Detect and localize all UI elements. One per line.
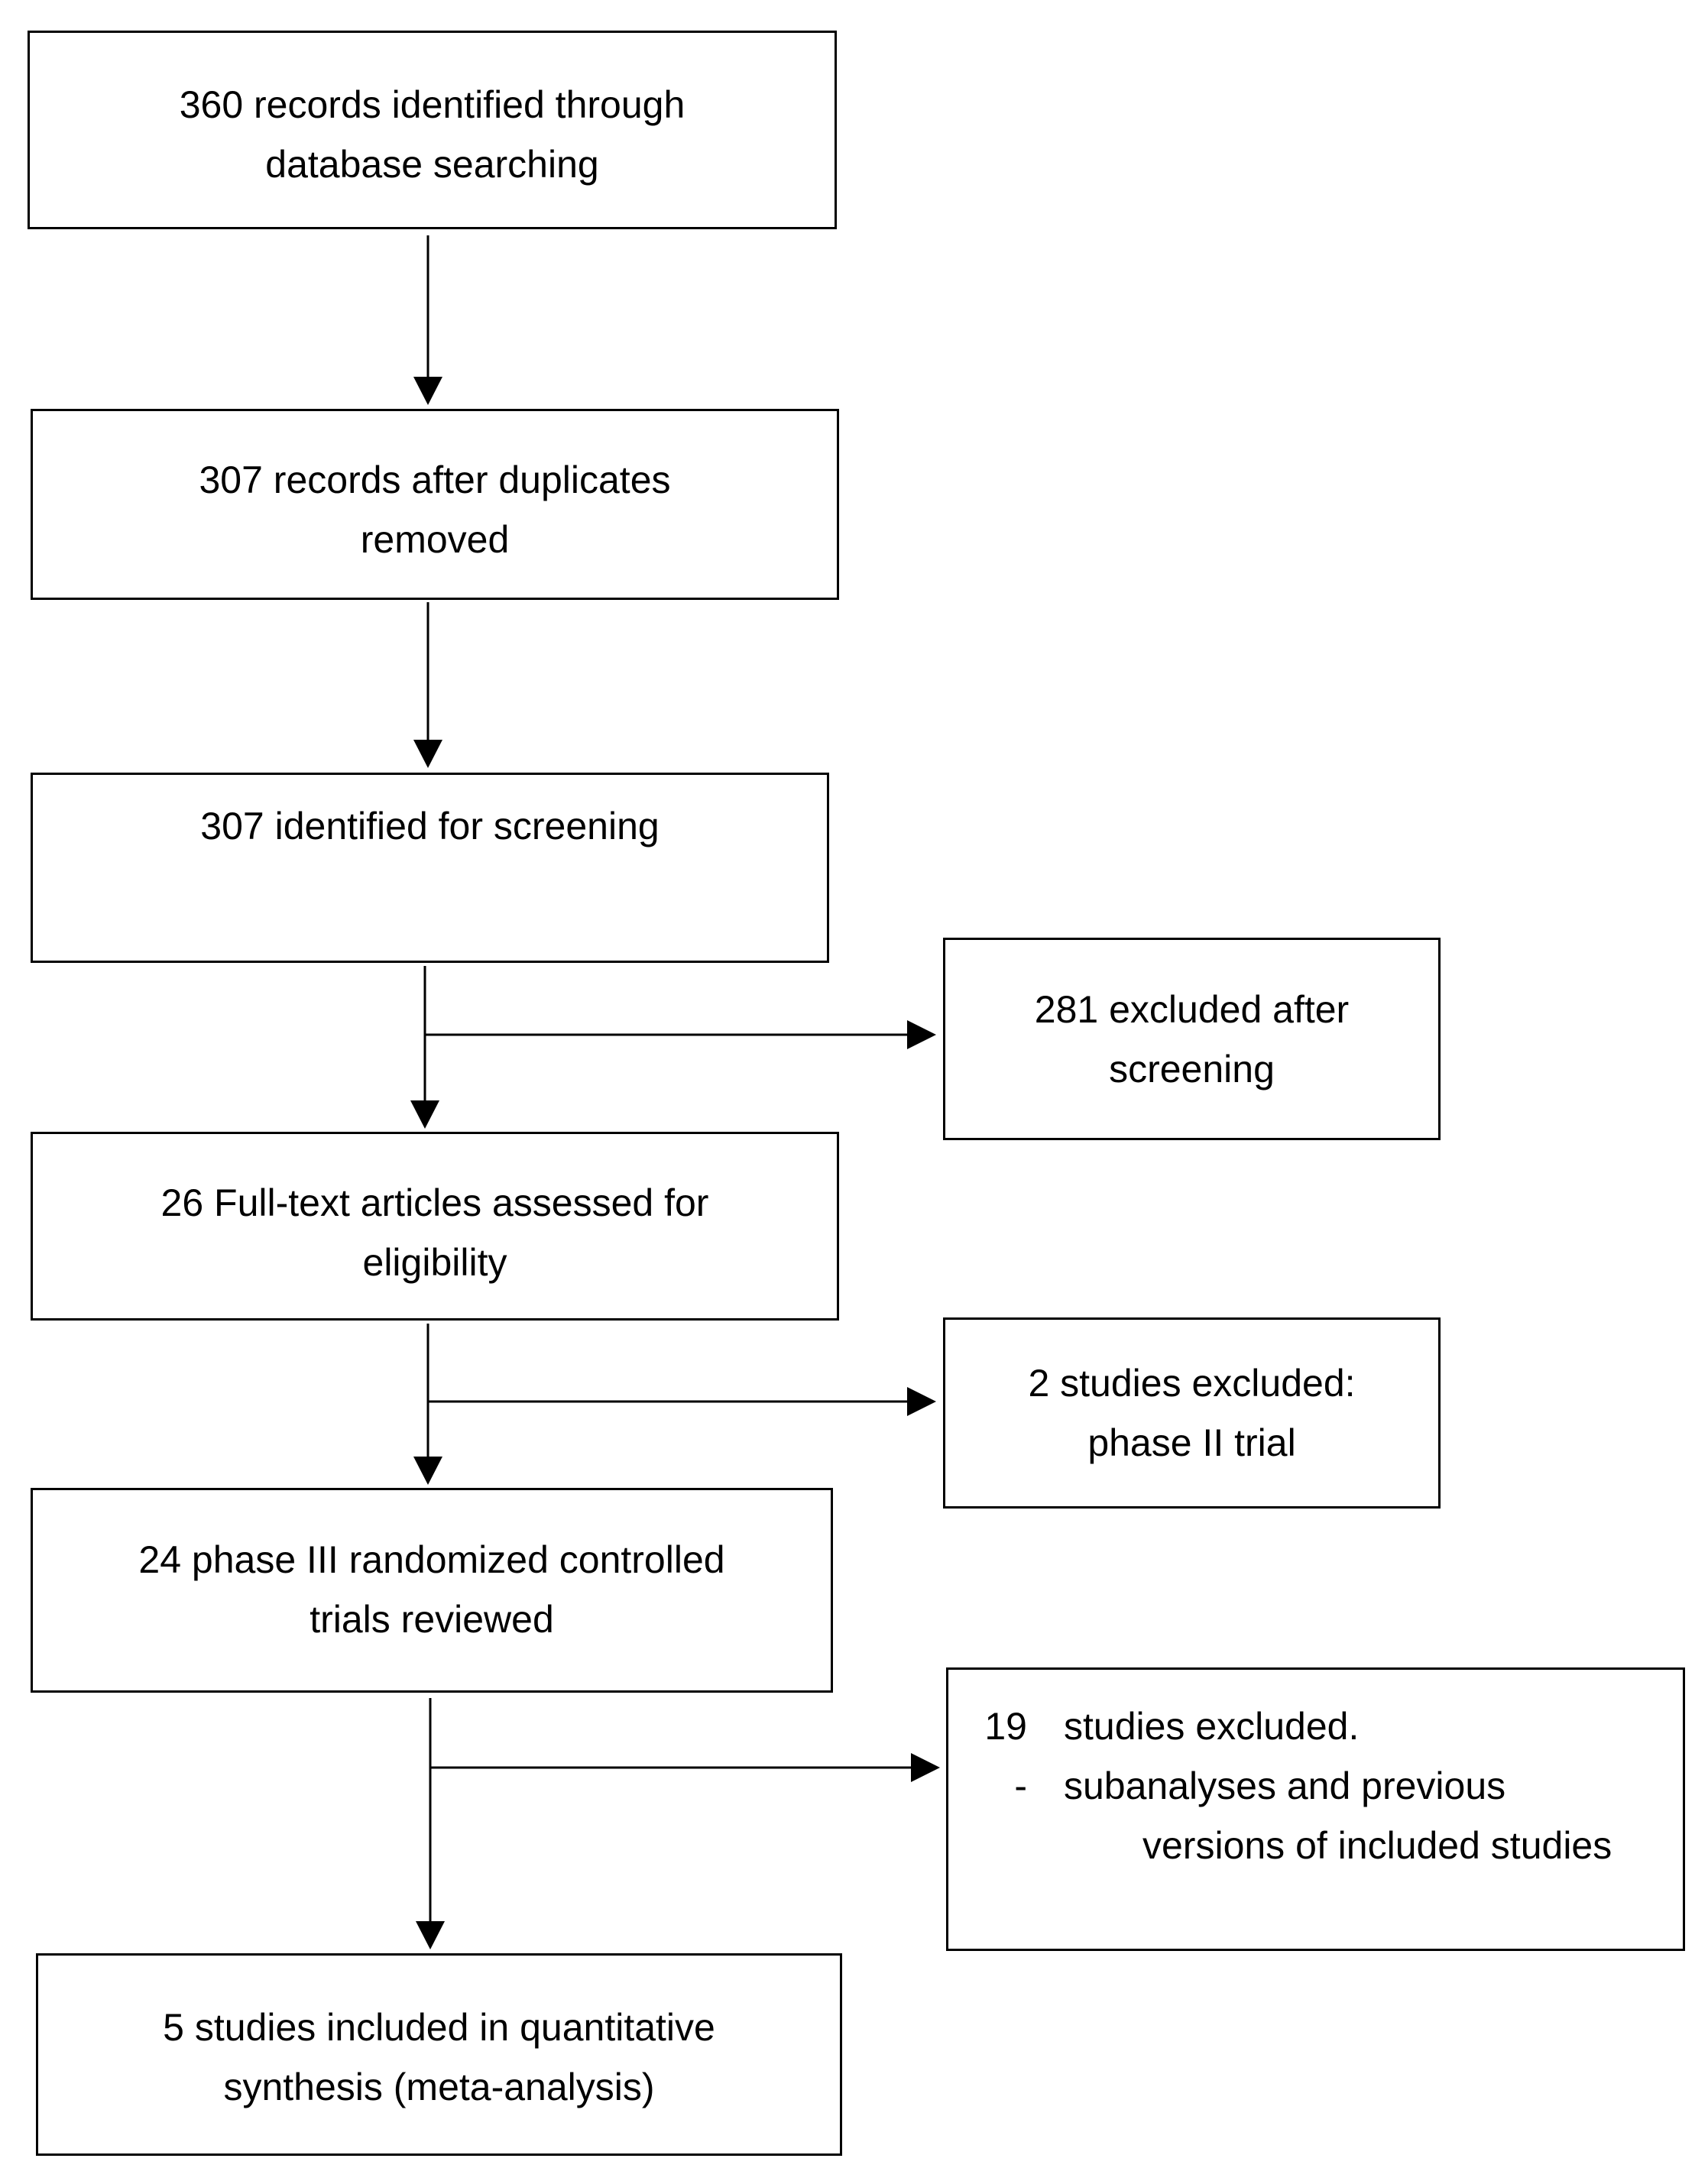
excluded-after-screening-box: 281 excluded after screening [943, 938, 1441, 1140]
arrowhead-1 [413, 377, 442, 405]
box-text-line: screening [1109, 1048, 1275, 1090]
box-text-line: 307 identified for screening [200, 805, 660, 847]
bullet-text-line: versions of included studies [1142, 1824, 1612, 1867]
box-text-line: removed [360, 518, 510, 561]
box-text-line: trials reviewed [310, 1598, 554, 1641]
identified-for-screening-box: 307 identified for screening [31, 773, 829, 963]
excluded-phase2-box: 2 studies excluded: phase II trial [943, 1317, 1441, 1509]
box-text-line: synthesis (meta-analysis) [223, 2066, 655, 2108]
box-text-line: 281 excluded after [1034, 988, 1350, 1031]
box-text-line: database searching [265, 143, 599, 186]
arrowhead-2 [413, 740, 442, 768]
box-text-line: 307 records after duplicates [199, 459, 671, 501]
excluded-count: 19 [984, 1705, 1027, 1748]
excluded-heading-row: 19 studies excluded. [948, 1697, 1683, 1756]
phase3-reviewed-box: 24 phase III randomized controlled trial… [31, 1488, 833, 1693]
arrowhead-5 [416, 1921, 445, 1949]
box-text-line: eligibility [362, 1241, 507, 1284]
excluded-heading: studies excluded. [1064, 1705, 1360, 1748]
box-text-line: 26 Full-text articles assessed for [160, 1181, 709, 1224]
box-text-line: 360 records identified through [179, 83, 685, 126]
box-text-line: 24 phase III randomized controlled [138, 1538, 725, 1581]
arrowhead-3 [410, 1100, 439, 1129]
arrowhead-4 [413, 1457, 442, 1485]
records-identified-box: 360 records identified through database … [28, 31, 837, 229]
fulltext-assessed-box: 26 Full-text articles assessed for eligi… [31, 1132, 839, 1321]
arrowhead-7 [907, 1387, 936, 1416]
after-duplicates-box: 307 records after duplicates removed [31, 409, 839, 600]
box-text-line: 2 studies excluded: [1028, 1362, 1356, 1405]
bullet-text-line: subanalyses and previous [1064, 1765, 1506, 1807]
excluded-bullet-row: - subanalyses and previous [948, 1756, 1683, 1816]
included-quantitative-box: 5 studies included in quantitative synth… [36, 1953, 842, 2156]
arrowhead-8 [911, 1753, 940, 1782]
box-text-line: 5 studies included in quantitative [163, 2006, 715, 2049]
excluded-bullet-continuation-row: versions of included studies [948, 1816, 1683, 1875]
excluded-subanalyses-box: 19 studies excluded. - subanalyses and p… [946, 1667, 1685, 1951]
arrowhead-6 [907, 1020, 936, 1049]
box-text-line: phase II trial [1087, 1421, 1296, 1464]
bullet-dash: - [1014, 1765, 1027, 1807]
